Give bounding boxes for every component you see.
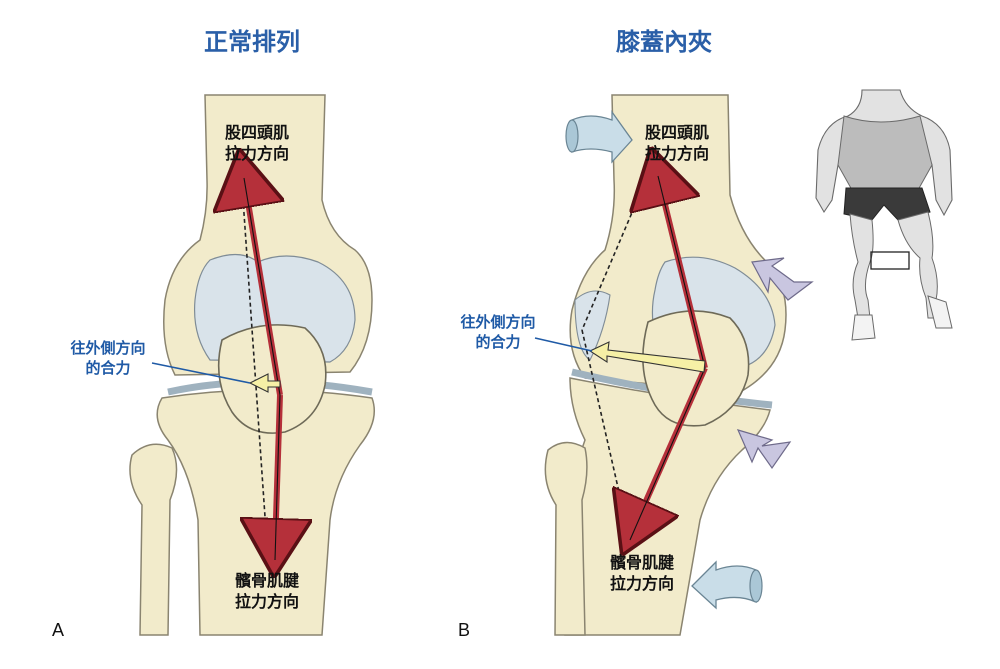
- panel-b-patellar-label: 髕骨肌腱 拉力方向: [606, 552, 678, 594]
- label-line: 往外側方向: [460, 313, 536, 331]
- label-line: 髕骨肌腱: [609, 553, 674, 572]
- panel-a-letter: A: [52, 620, 65, 640]
- fibula-a: [129, 443, 178, 636]
- label-line: 拉力方向: [234, 592, 299, 611]
- runner-figure: [815, 89, 980, 350]
- label-line: 往外側方向: [70, 339, 146, 357]
- label-line: 拉力方向: [644, 144, 709, 163]
- panel-a-resultant-label: 往外側方向 的合力: [60, 338, 156, 378]
- label-line: 股四頭肌: [224, 123, 289, 142]
- label-line: 的合力: [475, 333, 521, 351]
- push-arrow-lower: [736, 429, 792, 470]
- panel-b-letter: B: [458, 620, 471, 640]
- panel-b-resultant-label: 往外側方向 的合力: [450, 312, 546, 352]
- panel-a-illustration: [129, 94, 375, 636]
- panel-a-quad-label: 股四頭肌 拉力方向: [222, 122, 292, 164]
- panel-a-patellar-label: 髕骨肌腱 拉力方向: [232, 570, 302, 612]
- label-line: 拉力方向: [224, 144, 289, 163]
- push-arrow-upper: [751, 257, 814, 301]
- panel-b-quad-label: 股四頭肌 拉力方向: [642, 122, 712, 164]
- fibula-b: [544, 441, 588, 636]
- label-line: 股四頭肌: [644, 123, 709, 142]
- label-line: 拉力方向: [609, 574, 674, 593]
- panel-b-title: 膝蓋內夾: [616, 28, 712, 56]
- patella-a: [217, 324, 327, 434]
- label-line: 的合力: [85, 359, 131, 377]
- rotation-arrow-bottom: [691, 560, 763, 610]
- rotation-arrow-top: [565, 109, 633, 164]
- panel-b-illustration: [534, 94, 814, 636]
- panel-a-title: 正常排列: [204, 28, 300, 56]
- label-line: 髕骨肌腱: [234, 571, 299, 590]
